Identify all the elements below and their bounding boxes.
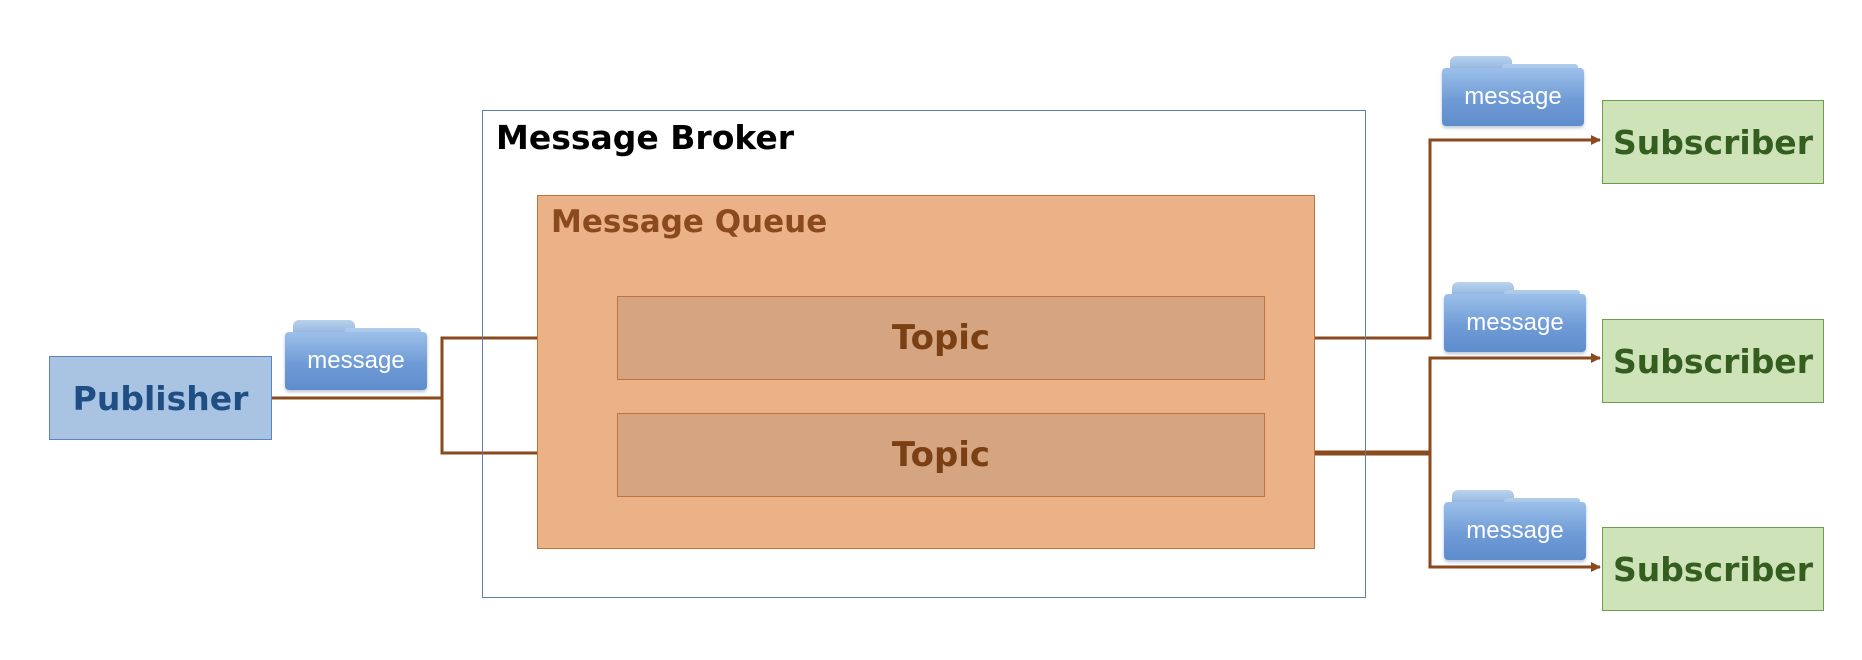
subscriber-label: Subscriber [1613,122,1813,162]
subscriber-label: Subscriber [1613,341,1813,381]
subscriber-node-3: Subscriber [1602,527,1824,611]
subscriber-node-1: Subscriber [1602,100,1824,184]
publisher-label: Publisher [72,378,249,418]
topic-box-2: Topic [617,413,1265,497]
message-broker-container [482,110,1366,598]
message-label: message [307,347,405,374]
message-folder-icon: message [1442,56,1584,128]
message-label: message [1464,83,1562,110]
message-folder-icon: message [285,320,427,392]
topic-label: Topic [891,435,991,475]
message-folder-icon: message [1444,490,1586,562]
message-label: message [1466,309,1564,336]
topic-box-1: Topic [617,296,1265,380]
message-folder-icon: message [1444,282,1586,354]
connector-topic-2-to-subscriber-3 [1428,453,1601,572]
publisher-node: Publisher [49,356,272,440]
topic-label: Topic [891,318,991,358]
connector-topic-2-to-subscriber-2 [1428,353,1601,453]
subscriber-node-2: Subscriber [1602,319,1824,403]
subscriber-label: Subscriber [1613,549,1813,589]
message-label: message [1466,517,1564,544]
message-broker-title: Message Broker [496,118,795,157]
message-queue-title: Message Queue [551,204,828,240]
connector-topic-1-to-subscriber-1 [1265,135,1601,340]
